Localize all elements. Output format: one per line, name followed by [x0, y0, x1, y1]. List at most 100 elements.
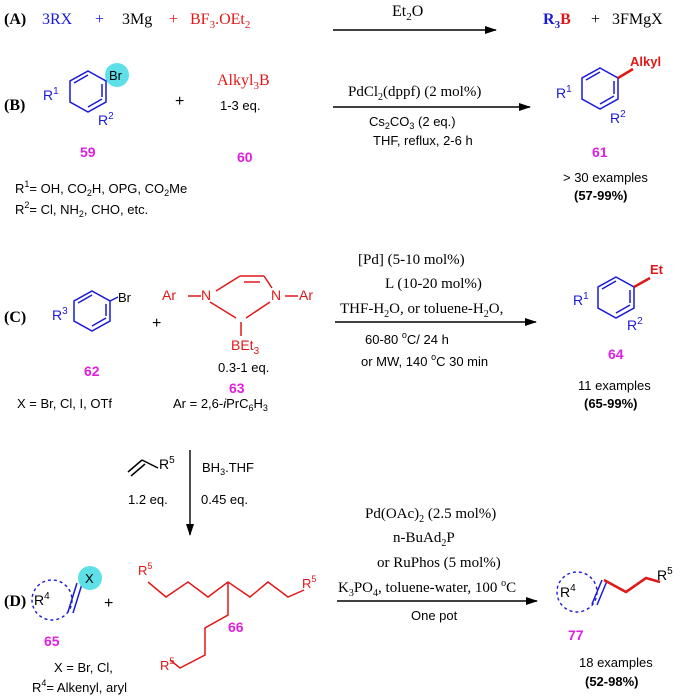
benzene-ring-61 [581, 67, 619, 110]
ethyl-substituent: Et [650, 262, 664, 277]
svg-text:BF3.OEt2: BF3.OEt2 [190, 11, 250, 31]
r4-definition: R4= Alkenyl, aryl [32, 678, 127, 695]
compound-number-77: 77 [568, 627, 584, 643]
ar-left: Ar [162, 287, 176, 303]
scheme-d-label: (D) [4, 593, 26, 610]
x-definition: X = Br, Cl, [54, 660, 113, 675]
bromo-substituent: Br [109, 68, 123, 83]
r5-substituent: R5 [138, 561, 152, 578]
condition-one-pot: One pot [411, 608, 458, 623]
scheme-a-label: (A) [4, 11, 26, 28]
examples-count: 11 examples [578, 378, 651, 393]
condition-ruphos: or RuPhos (5 mol%) [377, 555, 501, 571]
yield-range: (52-98%) [585, 674, 638, 689]
compound-number-61: 61 [592, 144, 608, 160]
alkyl-substituent: Alkyl [630, 54, 661, 69]
trialkylborane-66 [147, 581, 305, 669]
ar-definition: Ar = 2,6-iPrC6H3 [173, 396, 268, 413]
solvent-conditions: THF, reflux, 2-6 h [373, 133, 473, 148]
reactant-mg: 3Mg [122, 11, 152, 28]
condition-ligand: L (10-20 mol%) [385, 276, 482, 292]
reactant-bf3: BF [190, 11, 210, 28]
halide-x: X [85, 571, 94, 586]
compound-number-62: 62 [84, 363, 100, 379]
alkene-equiv: 1.2 eq. [128, 492, 168, 507]
r2-substituent: R2 [627, 316, 643, 333]
r1-definition: R1= OH, CO2H, OPG, CO2Me [15, 179, 187, 198]
reagent-bh3-thf: BH3.THF [202, 460, 254, 477]
r4-substituent: R4 [560, 583, 576, 600]
r3-substituent: R3 [52, 306, 68, 323]
nhc-equiv: 0.3-1 eq. [218, 360, 269, 375]
scheme-c: (C) Br R3 62 + Ar N N Ar BEt3 0.3-1 [4, 252, 664, 413]
r5-substituent: R5 [657, 566, 673, 583]
alkene-structure [127, 459, 159, 477]
plus-sign: + [591, 11, 600, 28]
condition-pdoac2: Pd(OAc)2 (2.5 mol%) [365, 506, 496, 525]
bh3-equiv: 0.45 eq. [201, 492, 248, 507]
compound-number-59: 59 [80, 144, 96, 160]
benzene-ring-64 [597, 276, 635, 319]
base-cs2co3: Cs2CO3 (2 eq.) [369, 114, 456, 131]
plus-sign: + [169, 11, 178, 28]
compound-number-66: 66 [228, 619, 244, 635]
condition-base-solvent: K3PO4, toluene-water, 100 oC [338, 578, 516, 599]
bet3-group: BEt3 [231, 337, 260, 357]
reactant-rx: 3RX [42, 11, 73, 28]
ethyl-bond [633, 276, 651, 289]
compound-number-64: 64 [608, 346, 624, 362]
product-r3b: R3B [543, 11, 571, 31]
scheme-b-label: (B) [4, 97, 25, 114]
plus-sign: + [104, 595, 113, 612]
bromo-substituent: Br [118, 290, 132, 305]
condition-et2o: Et2O [392, 3, 423, 23]
alkyl-chain [603, 576, 661, 594]
vinyl-bond [591, 579, 603, 605]
condition-microwave: or MW, 140 oC 30 min [361, 352, 488, 369]
compound-number-63: 63 [229, 380, 245, 396]
r1-substituent: R1 [573, 291, 589, 308]
byproduct-fmgx: 3FMgX [612, 11, 663, 28]
scheme-b: (B) Br R1 R2 59 + Alkyl3B 1-3 eq. 60 PdC… [4, 54, 661, 219]
r1-substituent: R1 [556, 84, 572, 101]
r2-substituent: R2 [610, 109, 626, 126]
highlight-circle [105, 63, 129, 87]
r4-substituent: R4 [34, 591, 50, 608]
condition-ligand: n-BuAd2P [393, 530, 455, 549]
r5-substituent: R5 [160, 656, 174, 673]
borane-equiv: 1-3 eq. [220, 98, 260, 113]
ar-right: Ar [299, 287, 313, 303]
yield-range: (65-99%) [584, 396, 637, 411]
alkene-r5: R5 [159, 455, 175, 472]
r1-substituent: R1 [43, 86, 59, 103]
x-definition: X = Br, Cl, I, OTf [17, 396, 112, 411]
vinyl-bond [596, 580, 608, 606]
plus-sign: + [95, 11, 104, 28]
catalyst-pdcl2dppf: PdCl2(dppf) (2 mol%) [348, 84, 481, 103]
examples-count: > 30 examples [563, 170, 648, 185]
condition-pd: [Pd] (5-10 mol%) [358, 252, 465, 268]
vinyl-bond [67, 582, 78, 613]
yield-range: (57-99%) [574, 188, 627, 203]
plus-sign: + [152, 315, 161, 332]
highlight-circle [78, 566, 102, 590]
scheme-c-label: (C) [4, 309, 26, 326]
scheme-a: (A) 3RX + 3Mg + BF3.OEt2 Et2O R3B + 3FMg… [4, 3, 663, 34]
compound-number-60: 60 [237, 149, 253, 165]
condition-temperature: 60-80 oC/ 24 h [365, 330, 449, 347]
benzene-ring-62 [73, 290, 119, 332]
alkyl-bond [617, 67, 634, 80]
scheme-d: (D) R5 1.2 eq. BH3.THF 0.45 eq. R4 X 65 … [4, 450, 673, 695]
examples-count: 18 examples [579, 655, 653, 670]
nitrogen-right: N [271, 287, 281, 303]
r2-substituent: R2 [98, 111, 114, 128]
imidazole-ring [188, 275, 298, 336]
r2-definition: R2= Cl, NH2, CHO, etc. [15, 200, 148, 219]
nitrogen-left: N [201, 287, 211, 303]
trialkylborane: Alkyl3B [217, 72, 270, 92]
r5-substituent: R5 [302, 574, 316, 591]
compound-number-65: 65 [44, 633, 60, 649]
condition-solvent: THF-H2O, or toluene-H2O, [340, 301, 503, 320]
plus-sign: + [175, 93, 184, 110]
